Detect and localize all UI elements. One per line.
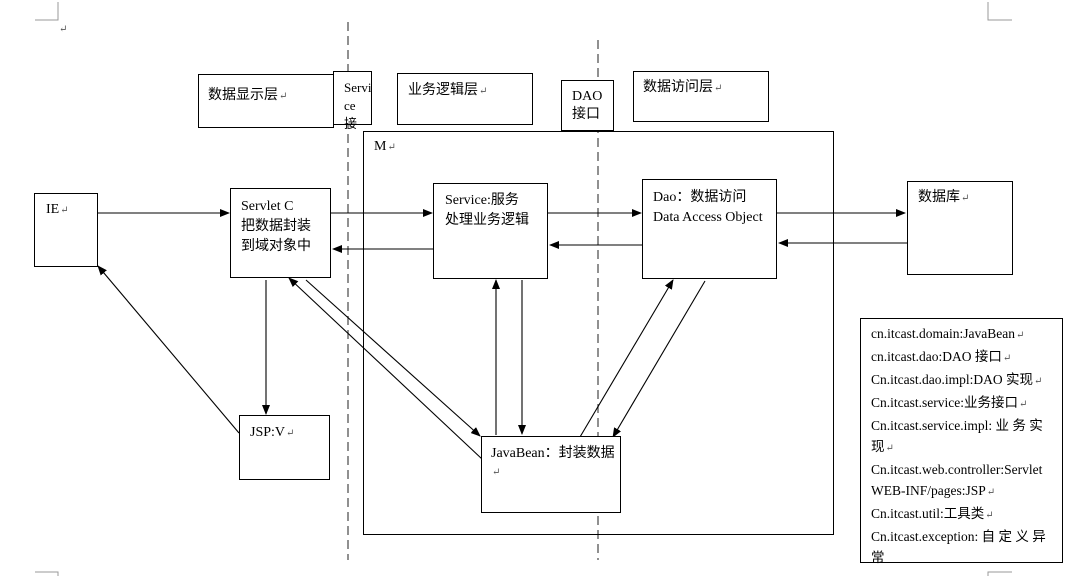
model-label: M	[374, 139, 387, 154]
node-jsp-label: JSP:V	[250, 425, 286, 440]
node-jsp: JSP:V↵	[239, 415, 330, 480]
node-servlet-label: Servlet C 把数据封装 到域对象中	[241, 199, 311, 254]
node-ie: IE↵	[34, 193, 98, 267]
legend-item: Cn.itcast.service:业务接口↵	[871, 395, 1028, 410]
arrow-javabean-to-servlet	[288, 277, 483, 460]
legend-item: cn.itcast.domain:JavaBean↵	[871, 326, 1025, 341]
layer-business-label: 业务逻辑层	[408, 83, 478, 98]
layer-access-label: 数据访问层	[643, 80, 713, 95]
legend-item: cn.itcast.dao:DAO 接口↵	[871, 349, 1012, 364]
legend-item: 常	[871, 550, 885, 565]
node-ie-label: IE	[46, 202, 60, 217]
node-dao: Dao：数据访问 Data Access Object	[642, 179, 777, 279]
node-javabean: JavaBean：封装数据↵	[481, 436, 621, 513]
layer-business-box: 业务逻辑层↵	[397, 73, 533, 125]
layer-display-label: 数据显示层	[208, 88, 278, 103]
arrow-jsp-to-ie	[97, 265, 240, 434]
layer-dao-interface-label: DAO 接口	[572, 89, 603, 122]
node-servlet: Servlet C 把数据封装 到域对象中	[230, 188, 331, 278]
package-legend: cn.itcast.domain:JavaBean↵ cn.itcast.dao…	[860, 318, 1063, 565]
paragraph-mark: ↵	[59, 24, 68, 35]
model-container: M↵	[363, 131, 834, 535]
layer-dao-interface-box: DAO 接口	[561, 80, 614, 131]
node-database: 数据库↵	[907, 181, 1013, 275]
page-corner-marks	[35, 2, 1012, 576]
node-javabean-label: JavaBean：封装数据	[491, 446, 615, 461]
layer-service-interface-label: Servi ce 接	[344, 80, 372, 131]
layer-service-interface-box: Servi ce 接	[333, 71, 372, 131]
legend-item: Cn.itcast.service.impl: 业 务 实	[871, 418, 1043, 433]
legend-item: Cn.itcast.web.controller:Servlet	[871, 462, 1043, 477]
arrow-servlet-to-javabean	[305, 279, 481, 437]
layer-access-box: 数据访问层↵	[633, 71, 769, 122]
arrow-javabean-to-dao	[579, 279, 674, 438]
node-dao-label: Dao：数据访问 Data Access Object	[653, 190, 763, 225]
node-service-label: Service:服务 处理业务逻辑	[445, 193, 529, 228]
legend-item: Cn.itcast.dao.impl:DAO 实现↵	[871, 372, 1043, 387]
layer-display-box: 数据显示层↵	[198, 74, 334, 128]
legend-item: Cn.itcast.util:工具类↵	[871, 506, 994, 521]
legend-item: Cn.itcast.exception: 自 定 义 异	[871, 529, 1046, 544]
node-database-label: 数据库	[918, 190, 960, 205]
legend-item: 现↵	[871, 439, 894, 454]
arrow-dao-to-javabean	[612, 280, 706, 438]
package-legend-list: cn.itcast.domain:JavaBean↵ cn.itcast.dao…	[871, 323, 1046, 568]
node-service: Service:服务 处理业务逻辑	[433, 183, 548, 279]
legend-item: WEB-INF/pages:JSP↵	[871, 483, 996, 498]
